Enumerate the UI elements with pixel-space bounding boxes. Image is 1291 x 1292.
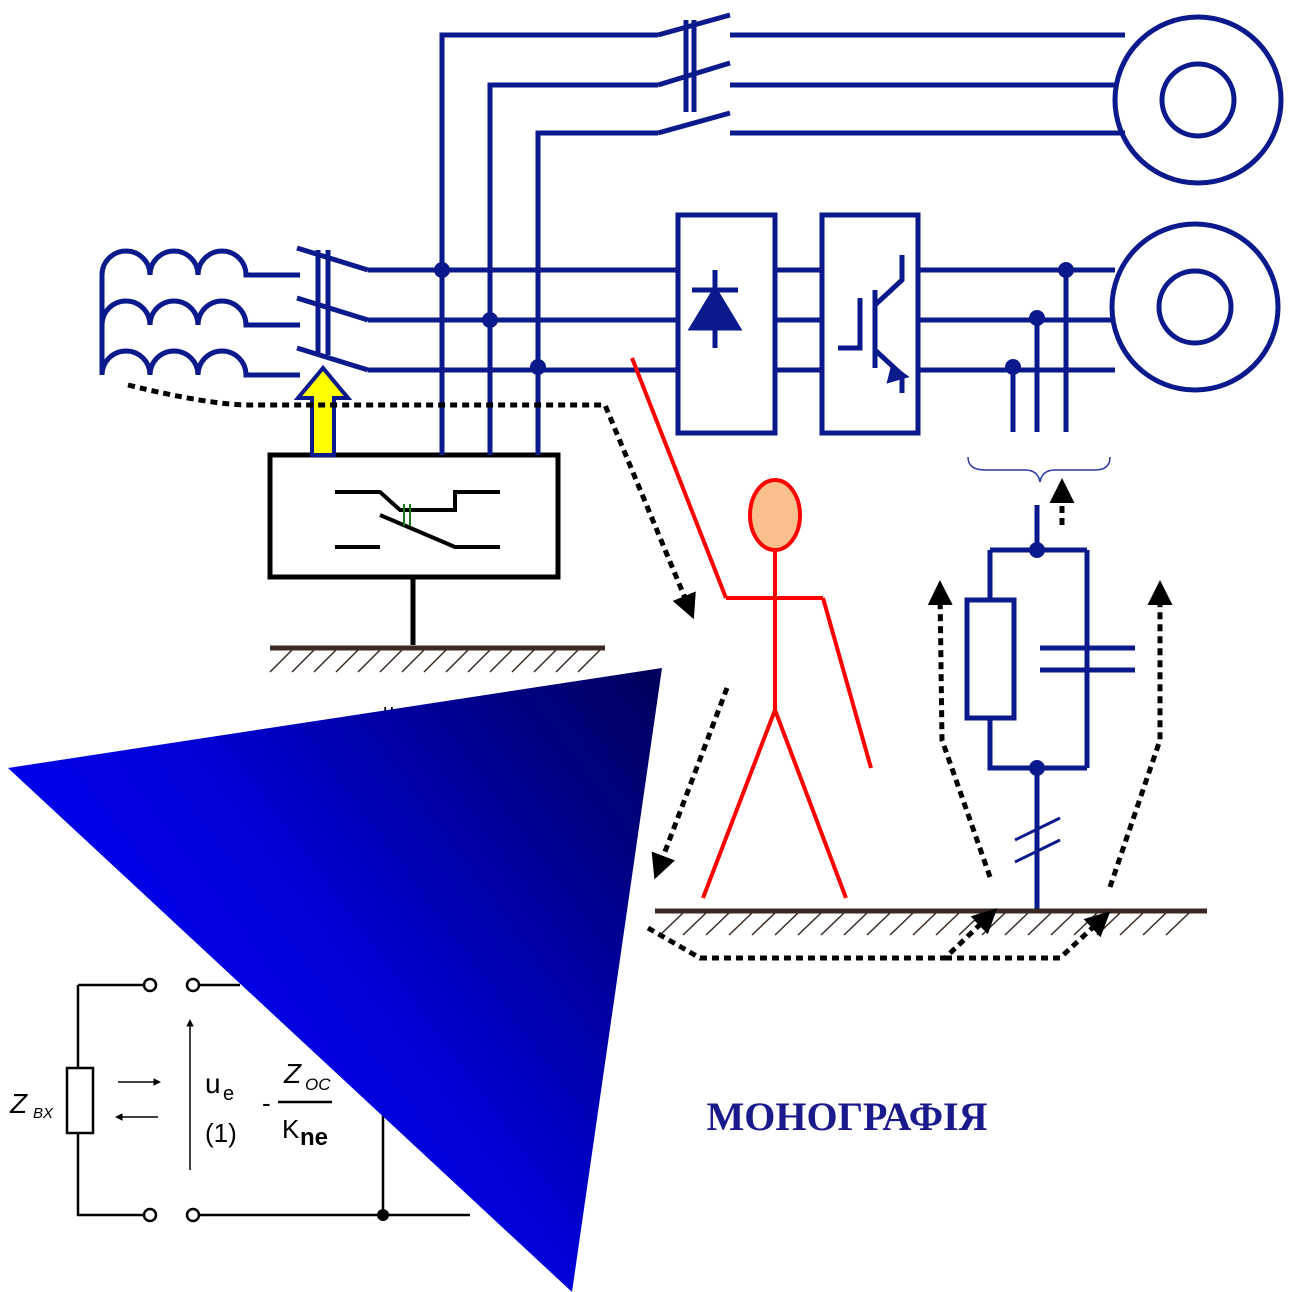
bottom-motor <box>1109 221 1281 393</box>
top-motor <box>1112 14 1284 186</box>
ground-right <box>655 908 1207 936</box>
minus-sign: - <box>262 1088 271 1118</box>
index-label: (1) <box>205 1118 237 1148</box>
trip-arrow <box>293 364 353 457</box>
feedback-numerator: Z <box>283 1058 302 1089</box>
voltage-label: u <box>205 1068 221 1099</box>
voltage-subscript: e <box>223 1083 234 1105</box>
leakage-current-paths <box>127 382 1173 961</box>
bus-lines <box>368 267 1115 373</box>
feedback-numerator-sub: OC <box>305 1075 331 1094</box>
equivalent-circuit <box>65 977 470 1223</box>
ground-left <box>269 645 605 673</box>
transformer-windings <box>99 248 300 378</box>
person-figure <box>630 357 873 899</box>
main-switch <box>296 245 369 373</box>
rc-network <box>964 505 1135 910</box>
inverter-block <box>819 212 921 436</box>
page-title: МОНОГРАФІЯ <box>706 1094 987 1139</box>
monitoring-device <box>267 452 561 645</box>
feedback-denominator: K <box>282 1114 300 1144</box>
rectifier-block <box>675 212 778 436</box>
device-coupling <box>403 504 411 526</box>
z-in-subscript: BX <box>33 1105 54 1122</box>
brace <box>967 456 1111 483</box>
filter-taps <box>1010 270 1069 432</box>
z-in-label: Z <box>9 1088 28 1119</box>
device-to-bus <box>439 270 541 455</box>
circuit-node <box>377 1209 389 1221</box>
feedback-denominator-sub: ne <box>300 1124 328 1151</box>
blue-triangle <box>8 668 662 1292</box>
top-branch <box>439 12 1125 455</box>
rc-dots <box>1029 542 1045 776</box>
